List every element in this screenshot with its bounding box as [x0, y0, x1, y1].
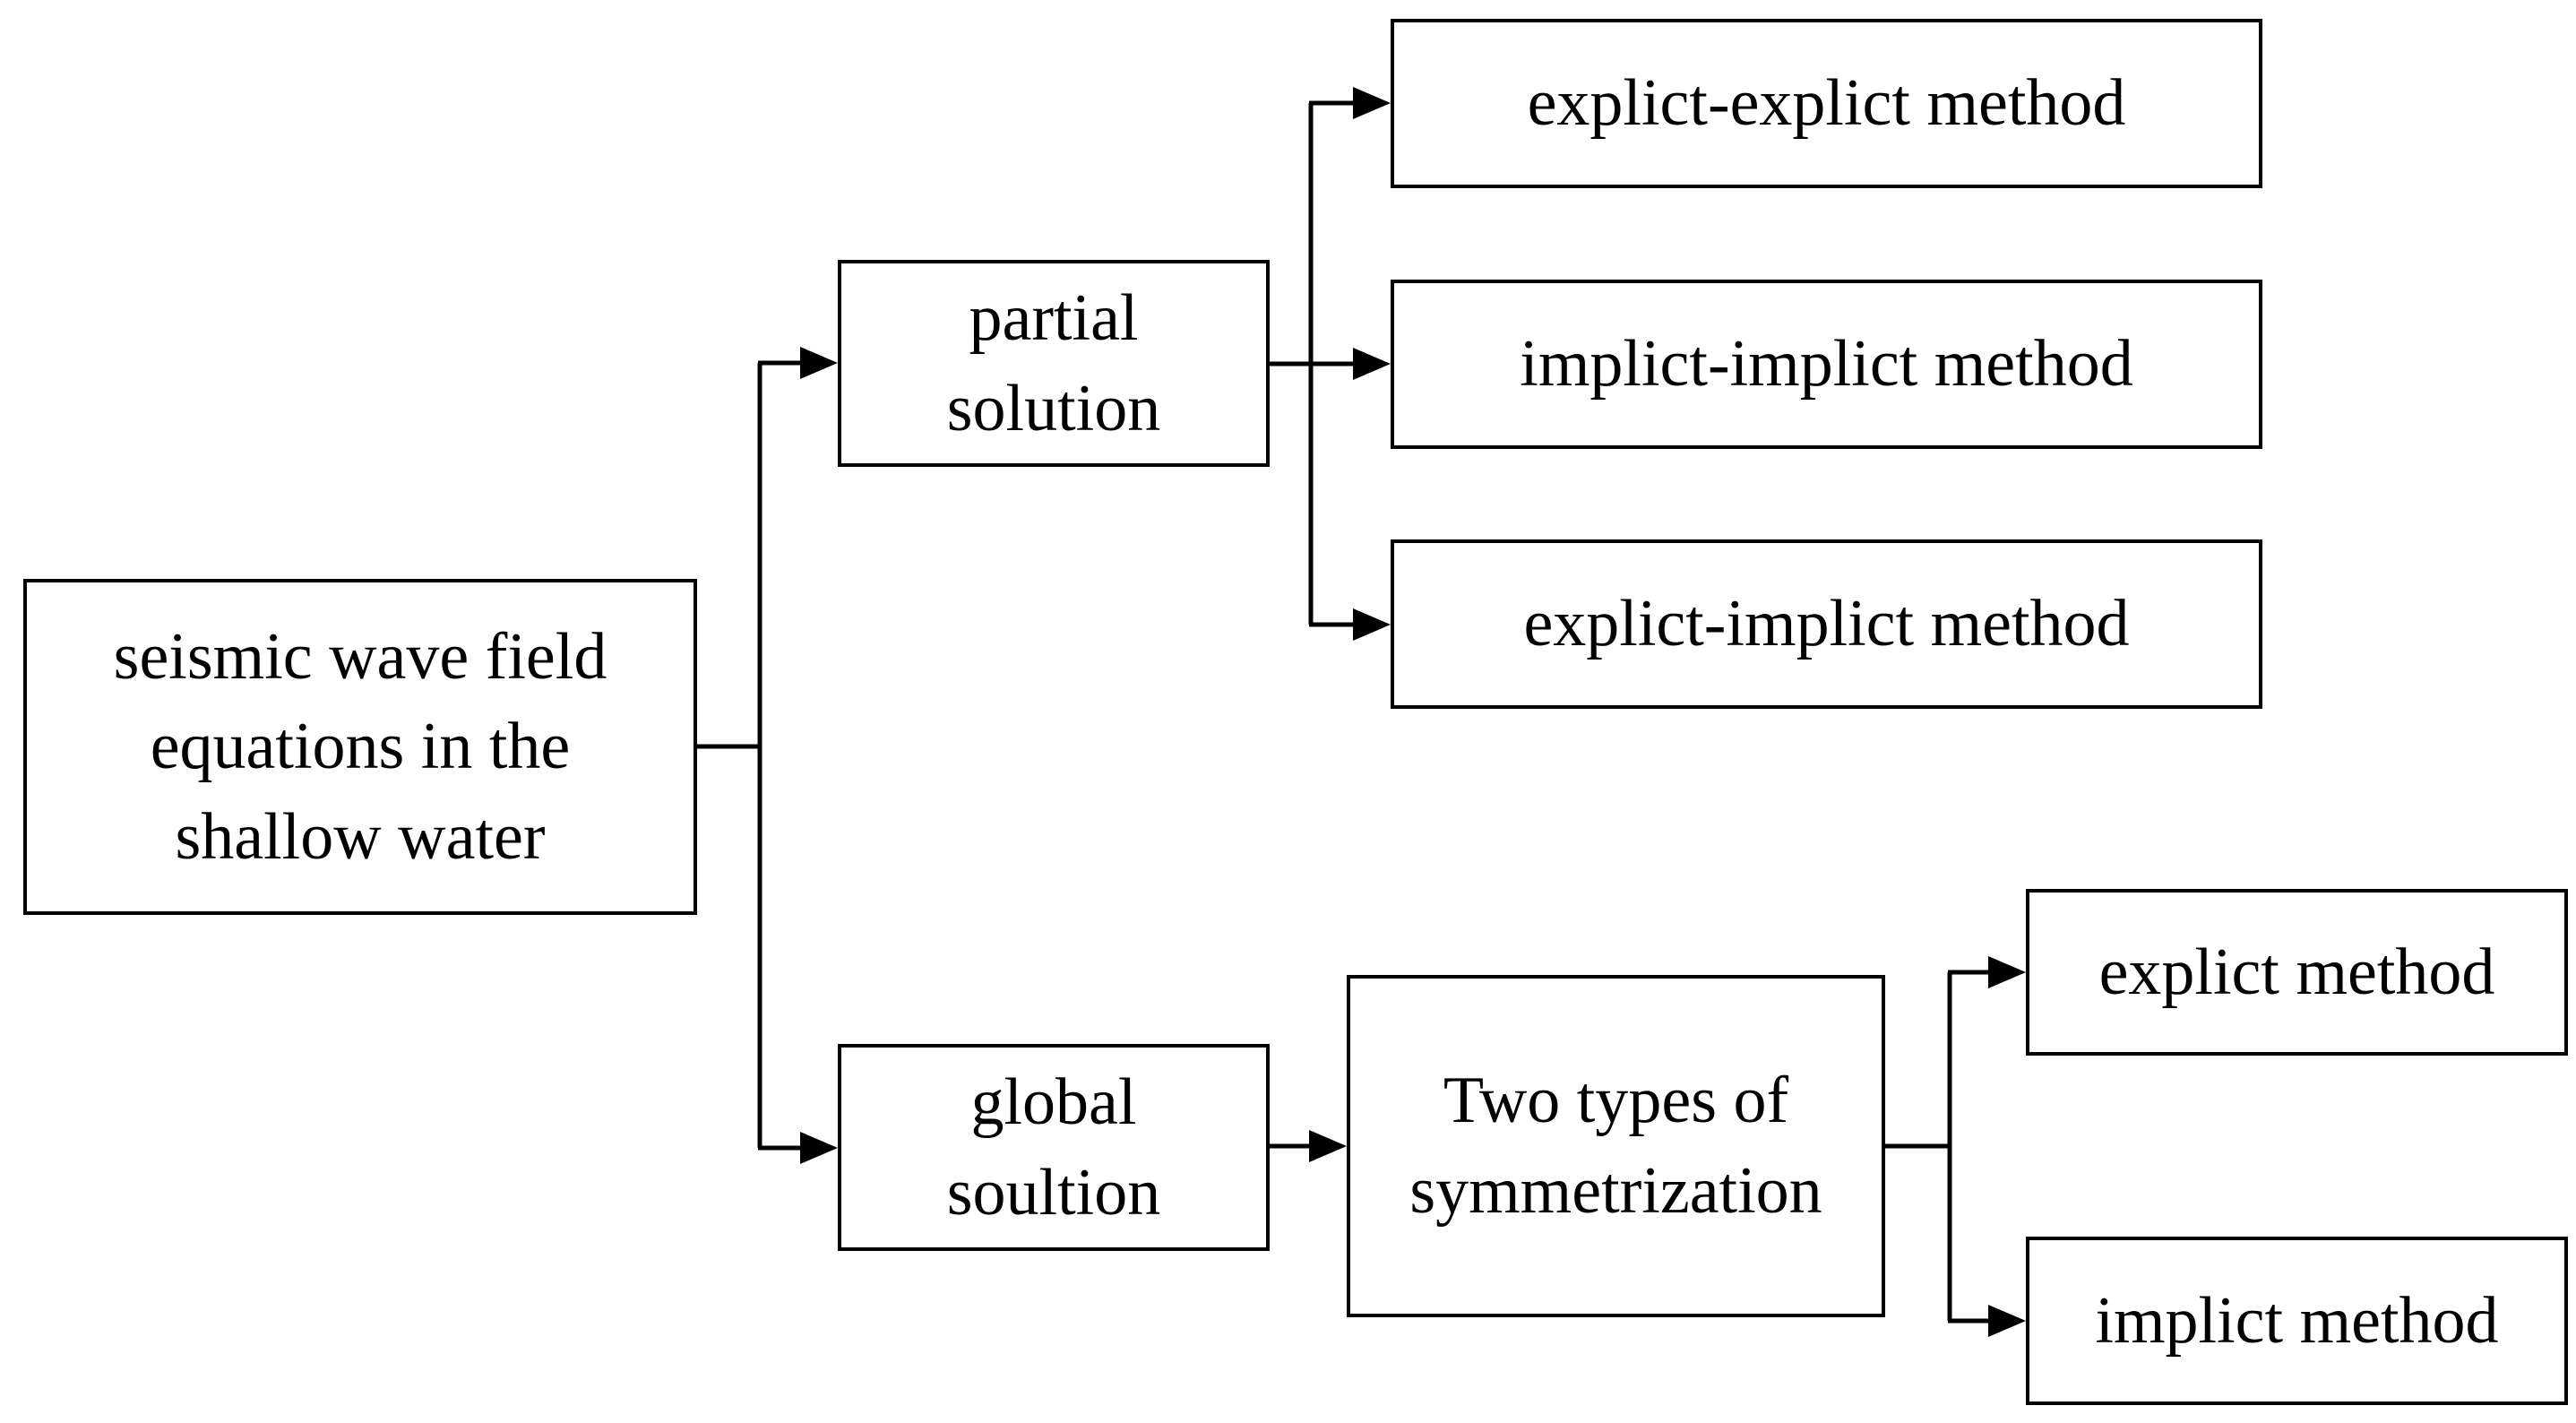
node-two-types-of-symmetrization: Two types of symmetrization	[1347, 975, 1885, 1317]
node-sym-line-2: symmetrization	[1409, 1154, 1822, 1228]
edge-sym-branches	[1885, 956, 2026, 1337]
node-partial-solution: partial solution	[838, 260, 1270, 467]
edge-root-to-global-arrowhead	[800, 1132, 838, 1164]
node-seismic-wave-field-equations: seismic wave field equations in the shal…	[23, 579, 697, 915]
edge-partial-to-ii-arrowhead	[1353, 348, 1391, 380]
node-partial-line-2: solution	[946, 371, 1161, 445]
node-sym-line-1: Two types of	[1443, 1064, 1789, 1138]
node-explicit-method: explict method	[2026, 889, 2568, 1056]
node-explicit-explicit-method: explict-explict method	[1391, 19, 2262, 188]
node-ei-label: explict-implict method	[1523, 587, 2130, 661]
edge-root-to-partial-arrowhead	[800, 347, 838, 379]
node-partial-line-1: partial	[969, 280, 1139, 355]
node-implicit-method: implict method	[2026, 1237, 2568, 1405]
node-ee-label: explict-explict method	[1527, 66, 2126, 141]
edge-root-branches	[697, 347, 838, 1164]
edge-global-to-sym-arrowhead	[1309, 1130, 1347, 1162]
node-implicit-implicit-method: implict-implict method	[1391, 280, 2262, 449]
edge-sym-to-explicit-arrowhead	[1988, 956, 2026, 988]
node-root-line-1: seismic wave field	[113, 619, 607, 694]
node-global-solution: global soultion	[838, 1044, 1270, 1251]
node-explicit-implicit-method: explict-implict method	[1391, 539, 2262, 709]
node-global-line-1: global	[970, 1065, 1137, 1139]
edge-partial-branches	[1270, 87, 1391, 641]
edge-global-to-symmetrization	[1270, 1130, 1347, 1162]
node-implicit-label: implict method	[2095, 1283, 2499, 1358]
node-root-line-3: shallow water	[175, 799, 546, 874]
node-global-line-2: soultion	[946, 1155, 1161, 1229]
edge-partial-to-ei-arrowhead	[1353, 608, 1391, 641]
node-ii-label: implict-implict method	[1520, 327, 2133, 401]
node-root-line-2: equations in the	[150, 710, 571, 784]
edge-sym-to-implicit-arrowhead	[1988, 1305, 2026, 1337]
node-explicit-label: explict method	[2098, 935, 2495, 1009]
edge-partial-to-ee-arrowhead	[1353, 87, 1391, 119]
